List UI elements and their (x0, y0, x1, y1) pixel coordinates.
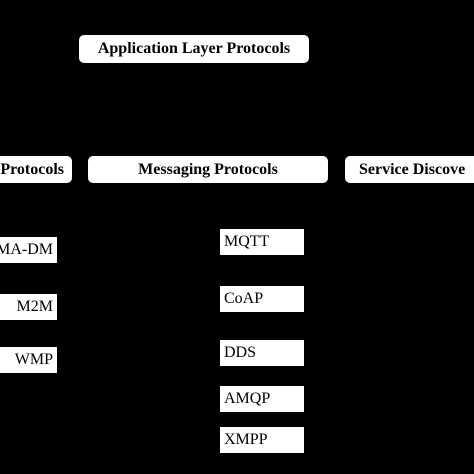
category-messaging-label: Messaging Protocols (138, 160, 278, 178)
category-node-messaging: Messaging Protocols (88, 156, 328, 183)
messaging-item-label: AMQP (224, 390, 271, 407)
messaging-item-node: CoAP (220, 286, 304, 312)
left-item-node: M2M (0, 294, 57, 320)
left-item-node: WMP (0, 347, 57, 373)
root-node: Application Layer Protocols (79, 35, 309, 63)
category-node-service-discovery: Service Discove (345, 156, 474, 183)
messaging-item-label: MQTT (224, 233, 270, 250)
left-item-label: WMP (14, 351, 53, 368)
category-node-left: Protocols (0, 156, 72, 183)
left-item-label: MA-DM (0, 241, 53, 258)
messaging-item-node: XMPP (220, 427, 304, 453)
left-item-node: MA-DM (0, 237, 57, 263)
messaging-item-node: AMQP (220, 386, 304, 412)
messaging-item-node: DDS (220, 340, 304, 366)
messaging-item-node: MQTT (220, 229, 304, 255)
category-service-discovery-label: Service Discove (359, 160, 466, 178)
messaging-item-label: DDS (224, 344, 257, 361)
left-item-label: M2M (16, 298, 53, 315)
root-node-label: Application Layer Protocols (97, 40, 291, 57)
messaging-item-label: XMPP (224, 431, 268, 448)
category-left-label: Protocols (0, 160, 64, 178)
messaging-item-label: CoAP (224, 290, 264, 307)
